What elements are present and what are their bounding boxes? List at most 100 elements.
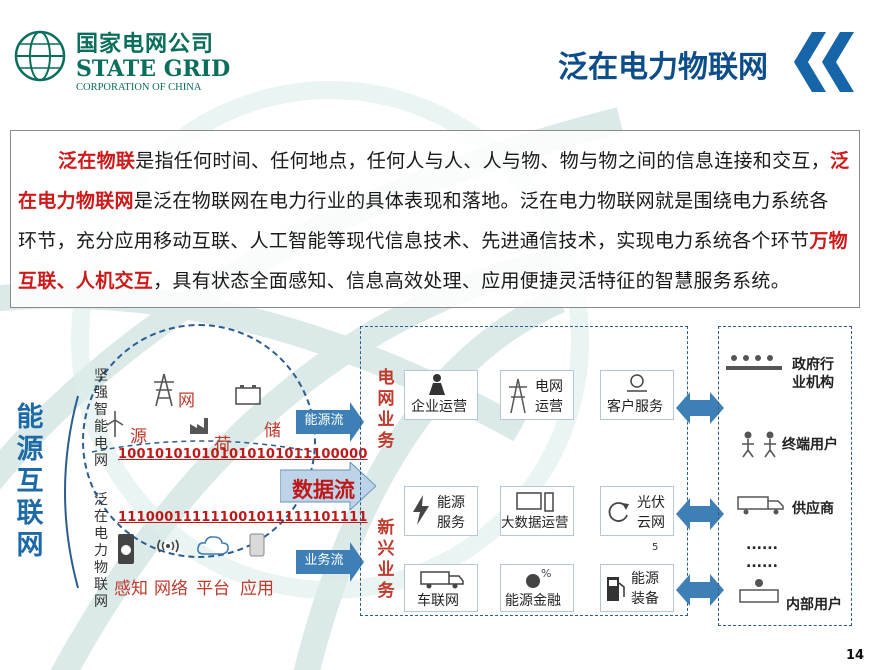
sensor-device-icon <box>118 534 134 564</box>
refresh-cycle-icon <box>608 502 629 522</box>
card-label: 云网 <box>637 515 665 531</box>
card-customer-service[interactable]: 客户服务 <box>600 370 674 420</box>
bracket-line <box>64 395 79 589</box>
card-label: 大数据运营 <box>501 515 569 531</box>
definition-line-4: 互联、人机交互，具有状态全面感知、信息高效处理、应用便捷灵活特征的智慧服务系统。 <box>18 266 790 293</box>
card-label: 能源 <box>631 571 659 587</box>
stakeholder-panel <box>718 326 852 626</box>
energy-internet-circle <box>82 324 316 558</box>
company-name-cn: 国家电网公司 <box>76 32 215 57</box>
end-users-label: 终端用户 <box>782 437 838 453</box>
definition-text: 环节，充分应用移动互联、人工智能等现代信息技术、先进通信技术，实现电力系统各个环… <box>18 230 810 252</box>
card-big-data-ops[interactable]: 大数据运营 <box>500 486 574 536</box>
grid-label-he: 荷 <box>214 435 231 455</box>
tiny-mark: 5 <box>652 542 659 553</box>
lightning-icon <box>413 495 429 525</box>
definition-line-1: 泛在物联是指任何时间、任何地点，任何人与人、人与物、物与物之间的信息连接和交互，… <box>58 146 849 173</box>
card-energy-service[interactable]: 能源 服务 <box>404 486 478 536</box>
card-label: 客户服务 <box>607 399 663 415</box>
definition-line-3: 环节，充分应用移动互联、人工智能等现代信息技术、先进通信技术，实现电力系统各个环… <box>18 226 848 253</box>
state-grid-logo-icon <box>14 30 66 82</box>
card-label: 服务 <box>437 515 465 531</box>
definition-line-2: 在电力物联网是泛在物联网在电力行业的具体表现和落地。泛在电力物联网就是围绕电力系… <box>18 186 829 213</box>
data-flow-arrow-icon <box>280 462 376 510</box>
ubiquitous-power-iot-label: 泛在电力物联网 <box>94 492 108 610</box>
grid-bit-string: 100101010101010101011100000 <box>118 447 368 462</box>
grid-label-yuan: 源 <box>130 427 147 447</box>
term-fragment: 万物 <box>809 230 848 252</box>
company-subtitle: CORPORATION OF CHINA <box>76 82 202 93</box>
suppliers-label: 供应商 <box>792 501 834 517</box>
bidirectional-arrow-icon <box>676 498 724 530</box>
card-label: 运营 <box>535 399 563 415</box>
double-chevron-icon <box>794 32 854 92</box>
iot-bit-string: 111000111111001011111101111 <box>118 510 368 525</box>
energy-flow-box: 能源流 <box>296 410 352 434</box>
definition-box <box>10 130 860 308</box>
card-energy-equipment[interactable]: 能源 装备 <box>600 564 674 612</box>
energy-flow-arrow-icon <box>350 402 364 442</box>
grid-label-chu: 储 <box>264 421 281 441</box>
transmission-tower-icon <box>154 373 174 407</box>
card-enterprise-ops[interactable]: 企业运营 <box>404 370 478 420</box>
card-label: 装备 <box>631 591 659 607</box>
card-energy-finance[interactable]: % 能源金融 <box>500 564 574 612</box>
page-number: 14 <box>846 648 865 663</box>
iot-label-platform: 平台 <box>196 579 230 599</box>
internal-users-label: 内部用户 <box>786 597 842 613</box>
transmission-tower-icon <box>509 378 527 414</box>
card-label: 光伏 <box>637 495 665 511</box>
internal-users-icon <box>739 579 779 603</box>
slide-title: 泛在电力物联网 <box>558 50 768 85</box>
definition-text: ，具有状态全面感知、信息高效处理、应用便捷灵活特征的智慧服务系统。 <box>153 270 791 292</box>
ellipsis-2: ...... <box>746 555 778 571</box>
business-panel <box>360 326 688 616</box>
energy-internet-title: 能源互联网 <box>16 402 44 561</box>
circle-divider <box>91 440 315 453</box>
ellipsis-1: ...... <box>746 537 778 553</box>
term-fragment: 泛 <box>830 150 850 172</box>
cloud-platform-icon <box>197 536 229 555</box>
meeting-people-icon <box>726 355 782 370</box>
bidirectional-arrow-icon <box>676 574 724 606</box>
factory-icon <box>190 418 208 434</box>
card-grid-ops[interactable]: 电网 运营 <box>500 370 574 420</box>
application-icon <box>249 533 265 557</box>
business-flow-arrow-icon <box>350 542 364 582</box>
data-screen-icon <box>516 492 554 512</box>
term-ubiquitous-iot: 泛在物联 <box>58 150 136 172</box>
company-name-en: STATE GRID <box>76 56 231 82</box>
data-flow-label: 数据流 <box>292 478 355 502</box>
term-interconnection: 互联、人机交互 <box>18 270 154 292</box>
iot-label-network: 网络 <box>154 579 188 599</box>
gov-agencies-label-2: 业机构 <box>792 375 834 391</box>
card-label: 企业运营 <box>411 399 467 415</box>
supplier-truck-icon <box>737 496 784 515</box>
strong-smart-grid-label: 坚强智能电网 <box>94 368 108 469</box>
card-label: 电网 <box>535 379 563 395</box>
card-label: 能源金融 <box>505 593 561 609</box>
card-label: 能源 <box>437 495 465 511</box>
svg-text:%: % <box>541 567 551 580</box>
wireless-signal-icon <box>157 539 179 553</box>
wind-turbine-icon <box>106 411 124 437</box>
business-flow-box: 业务流 <box>296 550 352 574</box>
definition-text: 是泛在物联网在电力行业的具体表现和落地。泛在电力物联网就是围绕电力系统各 <box>133 190 829 212</box>
iot-label-sense: 感知 <box>114 579 148 599</box>
bidirectional-arrow-icon <box>676 392 724 424</box>
term-power-iot: 在电力物联网 <box>18 190 134 212</box>
card-pv-cloud[interactable]: 光伏 云网 <box>600 486 674 536</box>
gov-agencies-label-1: 政府行 <box>792 357 834 373</box>
new-business-category: 新兴业务 <box>377 518 395 601</box>
finance-icon: % <box>526 567 551 588</box>
truck-icon <box>420 571 464 589</box>
end-users-icon <box>742 431 776 458</box>
meter-icon <box>627 374 647 392</box>
card-label: 车联网 <box>417 593 459 609</box>
grid-label-wang: 网 <box>178 391 195 411</box>
card-vehicle-network[interactable]: 车联网 <box>404 564 478 612</box>
grid-business-category: 电网业务 <box>377 368 395 451</box>
definition-text: 是指任何时间、任何地点，任何人与人、人与物、物与物之间的信息连接和交互， <box>135 150 831 172</box>
iot-label-app: 应用 <box>240 579 274 599</box>
